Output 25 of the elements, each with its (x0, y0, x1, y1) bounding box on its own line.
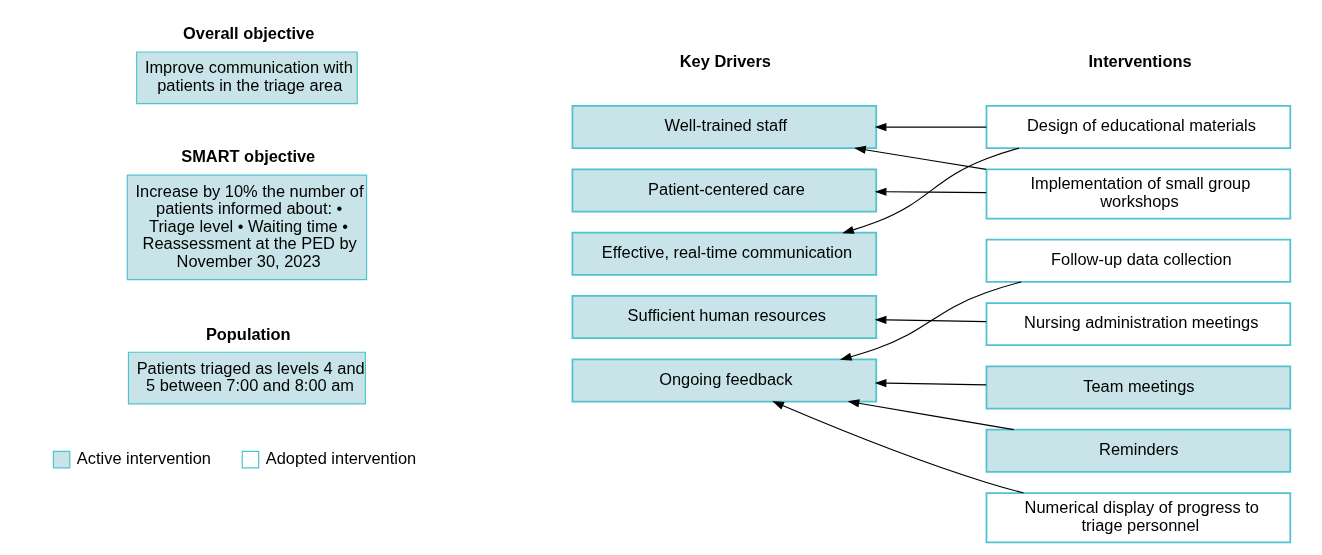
node-box: Effective, real-time communication (571, 231, 878, 276)
legend-label: Active intervention (76, 448, 211, 467)
arrow (874, 379, 987, 388)
node-box: Design of educational materials (985, 105, 1292, 150)
node-label: Population (205, 324, 291, 343)
arrow (874, 187, 987, 196)
arrow (874, 122, 987, 132)
node-box: Patient-centered care (571, 168, 878, 213)
node-box: Ongoing feedback (571, 358, 878, 403)
node-box: Reminders (985, 428, 1292, 473)
arrow (847, 399, 1015, 431)
node-box: Follow-up data collection (985, 238, 1292, 283)
arrow (874, 315, 987, 324)
node-box: Sufficient human resources (571, 295, 878, 340)
legend-label: Adopted intervention (265, 448, 417, 467)
node-box: Nursing administration meetings (985, 302, 1292, 347)
node-box: Numerical display of progress to triage personnel (985, 492, 1292, 544)
node-box: Team meetings (985, 365, 1292, 410)
label: Interventions (1088, 51, 1192, 70)
arrow (854, 145, 987, 170)
label: Key Drivers (679, 51, 771, 70)
node-label: Overall objective (183, 24, 315, 43)
node-box: Well-trained staff (571, 105, 878, 150)
node-label: SMART objective (181, 147, 316, 166)
node-box: Implementation of small group workshops (985, 168, 1292, 220)
